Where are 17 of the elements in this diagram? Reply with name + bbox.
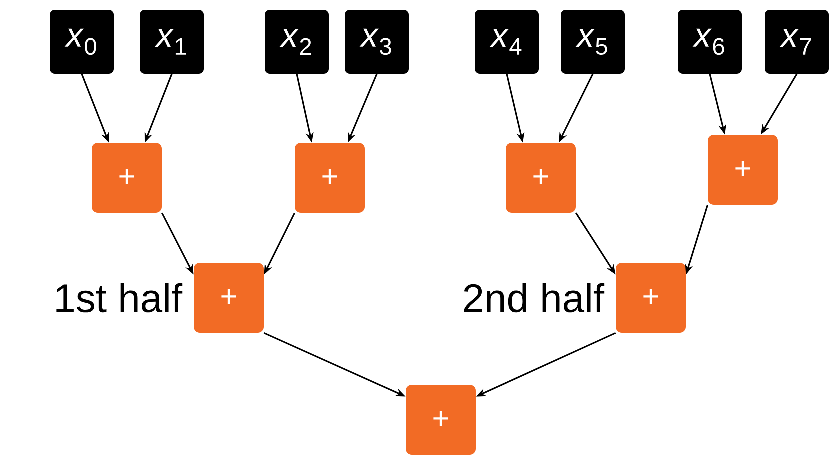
input-box: x$_{1}$ bbox=[140, 10, 204, 74]
side-label: 1st half bbox=[56, 283, 183, 313]
side-label: 2nd half bbox=[464, 283, 605, 313]
input-box: x$_{5}$ bbox=[561, 10, 625, 74]
input-box: x$_{6}$ bbox=[678, 10, 742, 74]
input-box: x$_{4}$ bbox=[475, 10, 539, 74]
plus-box: + bbox=[92, 143, 162, 213]
plus-box: + bbox=[708, 135, 778, 205]
plus-box: + bbox=[616, 263, 686, 333]
input-box: x$_{2}$ bbox=[265, 10, 329, 74]
plus-box: + bbox=[506, 143, 576, 213]
plus-box: + bbox=[295, 143, 365, 213]
plus-box: + bbox=[194, 263, 264, 333]
input-box: x$_{7}$ bbox=[765, 10, 829, 74]
plus-box: + bbox=[406, 385, 476, 455]
input-box: x$_{0}$ bbox=[50, 10, 114, 74]
input-box: x$_{3}$ bbox=[345, 10, 409, 74]
